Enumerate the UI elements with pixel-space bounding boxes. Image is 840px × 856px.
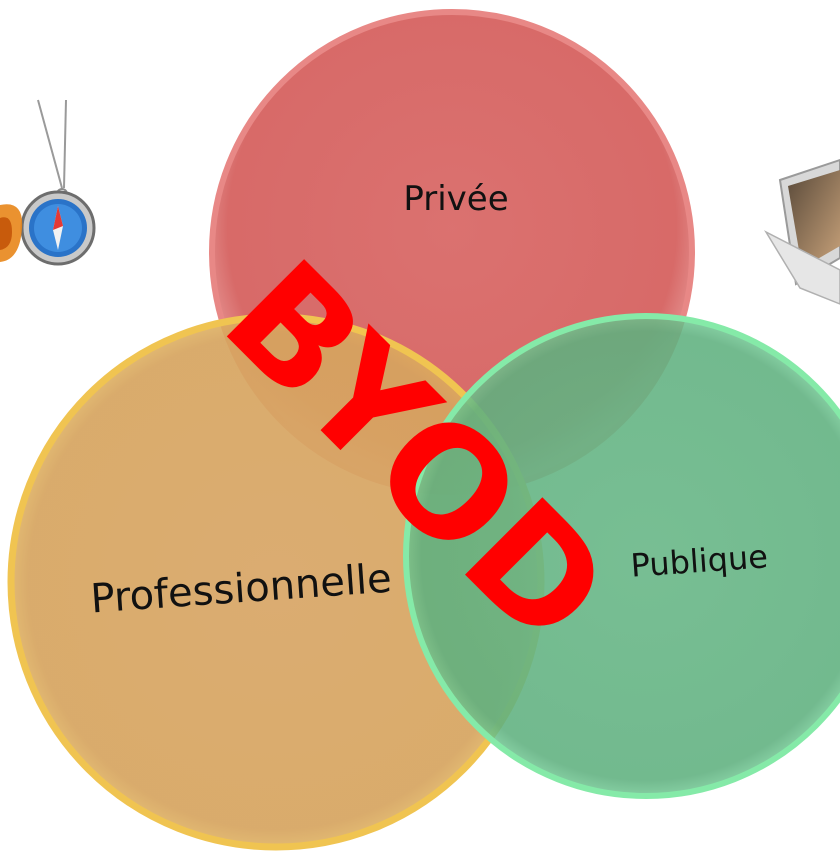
venn-circle-publique — [403, 313, 840, 799]
compass-pendant-icon — [0, 99, 96, 266]
laptop-icon — [763, 158, 840, 305]
label-privee: Privée — [403, 179, 508, 219]
